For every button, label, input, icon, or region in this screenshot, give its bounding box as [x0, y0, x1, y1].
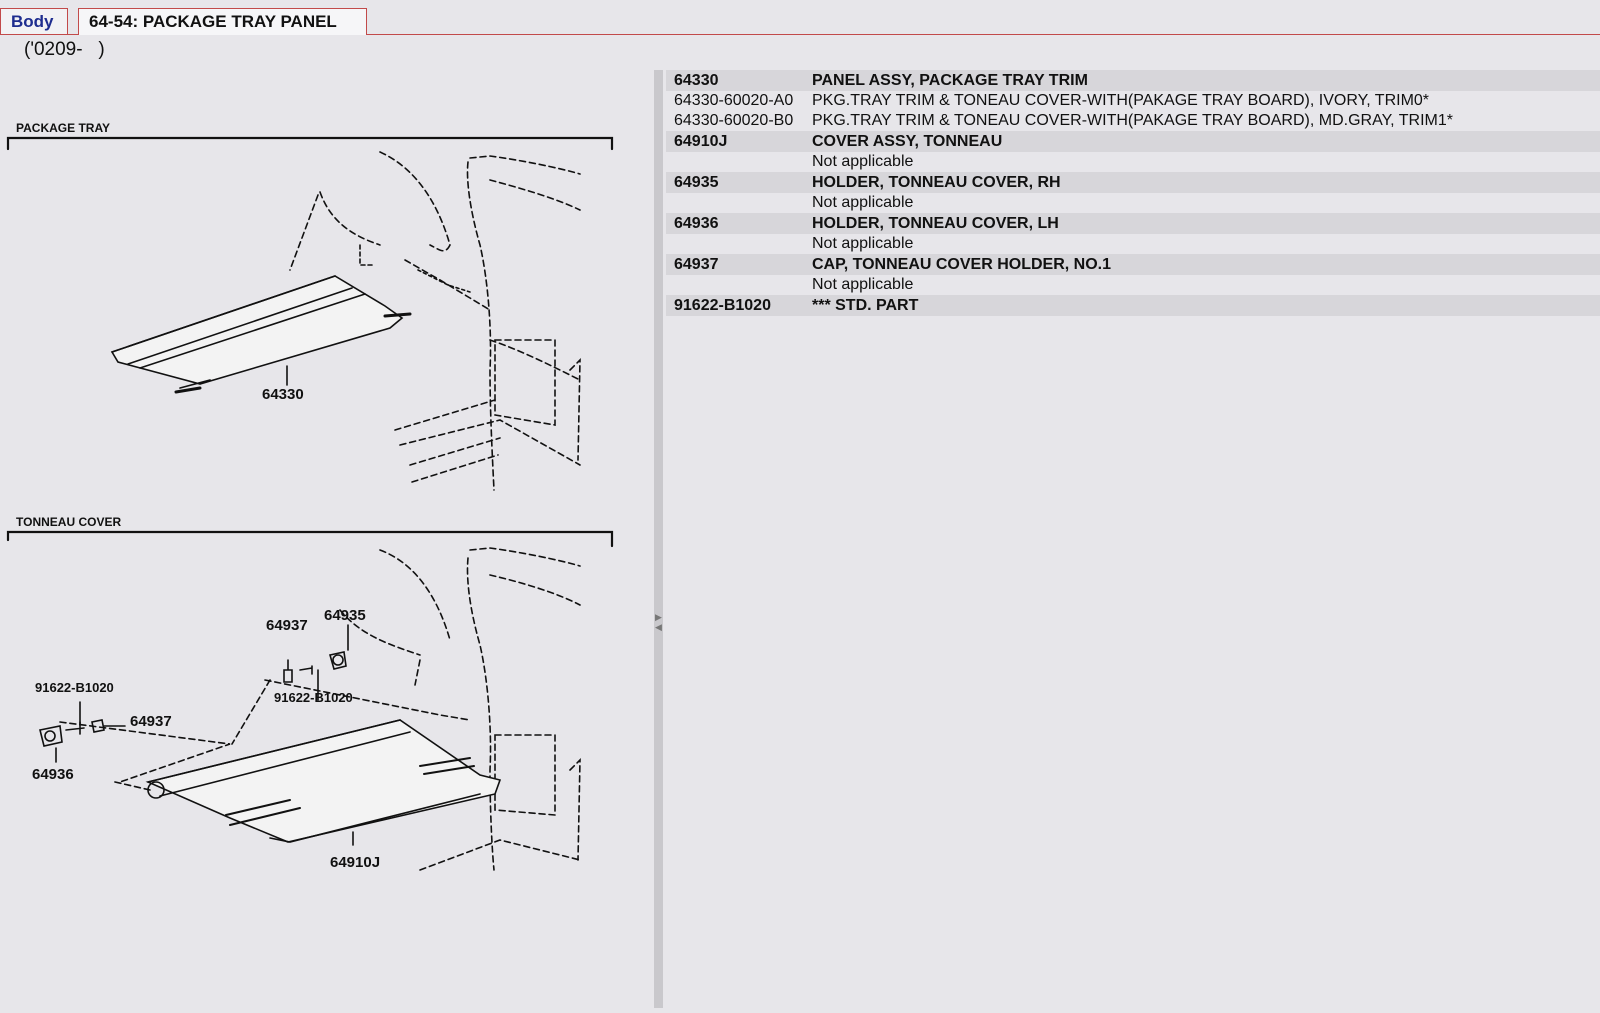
- parts-list: 64330 PANEL ASSY, PACKAGE TRAY TRIM 6433…: [666, 70, 1600, 316]
- part-description: PKG.TRAY TRIM & TONEAU COVER-WITH(PAKAGE…: [812, 92, 1430, 109]
- variant-row-b0[interactable]: 64330-60020-B0 PKG.TRAY TRIM & TONEAU CO…: [666, 111, 1600, 131]
- part-description: *** STD. PART: [812, 297, 919, 314]
- part-description: HOLDER, TONNEAU COVER, LH: [812, 215, 1059, 232]
- callout-91622-left[interactable]: 91622-B1020: [35, 680, 114, 695]
- callout-91622-center[interactable]: 91622-B1020: [274, 690, 353, 705]
- callout-64935[interactable]: 64935: [324, 607, 366, 624]
- callout-64910j[interactable]: 64910J: [330, 854, 380, 871]
- part-row-64910j[interactable]: 64910J COVER ASSY, TONNEAU: [666, 131, 1600, 152]
- pane-splitter[interactable]: ▶◀: [654, 70, 663, 1008]
- part-number: 64910J: [674, 133, 728, 150]
- callout-64936[interactable]: 64936: [32, 766, 74, 783]
- part-number: 64937: [674, 256, 719, 273]
- part-description: PANEL ASSY, PACKAGE TRAY TRIM: [812, 72, 1088, 89]
- part-row-91622-b1020[interactable]: 91622-B1020 *** STD. PART: [666, 295, 1600, 316]
- part-number: 64935: [674, 174, 719, 191]
- variant-row-a0[interactable]: 64330-60020-A0 PKG.TRAY TRIM & TONEAU CO…: [666, 91, 1600, 111]
- exploded-view-diagram: PACKAGE TRAY TONNEAU COVER 64330 64937 6…: [6, 121, 614, 871]
- part-row-64935[interactable]: 64935 HOLDER, TONNEAU COVER, RH: [666, 172, 1600, 193]
- part-number: 64330-60020-B0: [674, 112, 794, 129]
- part-number: 64330-60020-A0: [674, 92, 794, 109]
- tab-body[interactable]: Body: [0, 8, 68, 34]
- part-number: 64936: [674, 215, 719, 232]
- not-applicable-row: Not applicable: [666, 152, 1600, 172]
- tab-bar: Body 64-54: PACKAGE TRAY PANEL: [0, 0, 1600, 35]
- part-description: PKG.TRAY TRIM & TONEAU COVER-WITH(PAKAGE…: [812, 112, 1453, 129]
- part-row-64330[interactable]: 64330 PANEL ASSY, PACKAGE TRAY TRIM: [666, 70, 1600, 91]
- tonneau-cover-heading: TONNEAU COVER: [16, 515, 121, 529]
- part-description: HOLDER, TONNEAU COVER, RH: [812, 174, 1061, 191]
- part-number: 91622-B1020: [674, 297, 771, 314]
- date-range: ('0209- ): [24, 39, 105, 60]
- callout-64937-upper[interactable]: 64937: [266, 617, 308, 634]
- not-applicable-row: Not applicable: [666, 275, 1600, 295]
- tab-package-tray-panel[interactable]: 64-54: PACKAGE TRAY PANEL: [78, 8, 367, 35]
- part-description: Not applicable: [812, 235, 914, 252]
- part-description: Not applicable: [812, 153, 914, 170]
- part-description: Not applicable: [812, 194, 914, 211]
- callout-64330[interactable]: 64330: [262, 386, 304, 403]
- parts-illustration: PACKAGE TRAY TONNEAU COVER 64330 64937 6…: [0, 70, 654, 1008]
- callout-64937-lower[interactable]: 64937: [130, 713, 172, 730]
- package-tray-heading: PACKAGE TRAY: [16, 121, 110, 135]
- part-row-64936[interactable]: 64936 HOLDER, TONNEAU COVER, LH: [666, 213, 1600, 234]
- part-description: CAP, TONNEAU COVER HOLDER, NO.1: [812, 256, 1112, 273]
- not-applicable-row: Not applicable: [666, 193, 1600, 213]
- part-row-64937[interactable]: 64937 CAP, TONNEAU COVER HOLDER, NO.1: [666, 254, 1600, 275]
- part-number: 64330: [674, 72, 719, 89]
- not-applicable-row: Not applicable: [666, 234, 1600, 254]
- part-description: COVER ASSY, TONNEAU: [812, 133, 1003, 150]
- part-description: Not applicable: [812, 276, 914, 293]
- splitter-arrows-icon[interactable]: ▶◀: [655, 612, 662, 632]
